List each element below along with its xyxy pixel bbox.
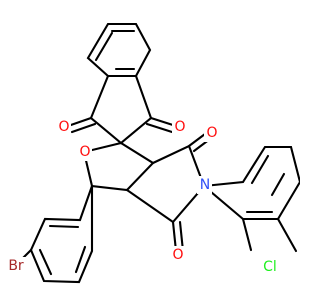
oxygen-imide-bottom-label: O xyxy=(170,246,185,264)
oxygen-ring-label: O xyxy=(77,143,92,161)
svg-text:O: O xyxy=(172,247,183,263)
nitrogen-label: N xyxy=(197,176,212,194)
svg-text:Cl: Cl xyxy=(263,259,277,275)
svg-text:O: O xyxy=(174,119,185,135)
bromine-label: Br xyxy=(4,257,28,275)
molecule-structure: O O O O N O Cl Br xyxy=(4,22,300,284)
chlorine-label: Cl xyxy=(259,258,282,276)
svg-text:Br: Br xyxy=(8,258,24,274)
oxygen-left-carbonyl-label: O xyxy=(56,118,71,136)
svg-text:O: O xyxy=(79,144,90,160)
oxygen-imide-top-label: O xyxy=(204,124,219,142)
svg-text:O: O xyxy=(206,125,217,141)
oxygen-right-carbonyl-label: O xyxy=(172,118,187,136)
bond-lines xyxy=(20,22,300,284)
atom-labels: O O O O N O Cl Br xyxy=(4,118,282,276)
svg-text:N: N xyxy=(200,177,210,193)
svg-text:O: O xyxy=(58,119,69,135)
